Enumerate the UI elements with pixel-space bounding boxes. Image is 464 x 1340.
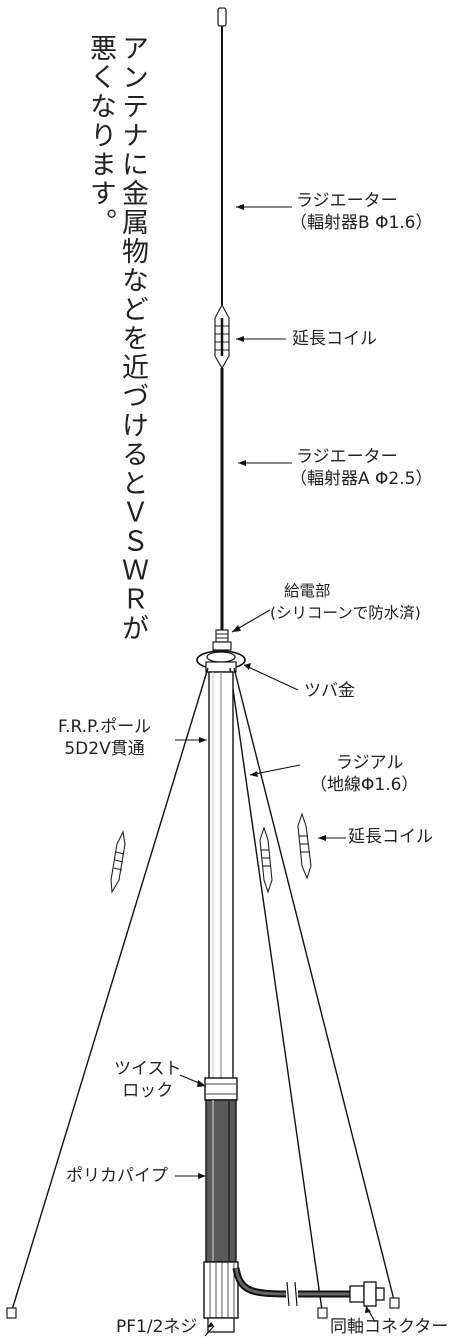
label-feed-point-line1: 給電部 [284,582,331,600]
tsuba-fitting [196,650,246,673]
label-feed-point-line2: (シリコーンで防水済) [270,604,421,622]
label-radiator-a: ラジエーター （輻射器A Φ2.5） [290,446,432,490]
label-frp-pole-line2: 5D2V貫通 [64,739,145,759]
label-extension-coil-upper: 延長コイル [292,329,377,349]
coax-connector [349,1281,385,1307]
base-fitting [203,1261,239,1333]
label-radial-line1: ラジアル [336,753,404,773]
label-tsuba-metal: ツバ金 [304,681,355,701]
label-radial-line2: （地線Φ1.6） [310,775,419,795]
label-radiator-b-line2: （輻射器B Φ1.6） [290,213,433,233]
arrow-heads [197,204,371,1328]
label-twist-lock-line2: ロック [122,1081,174,1101]
label-feed-point: 給電部 (シリコーンで防水済) [270,580,421,624]
poly-pipe [205,1099,237,1263]
label-coax-connector: 同軸コネクター [330,1317,449,1337]
radial-coils [110,812,312,894]
frp-pole [208,671,234,1081]
label-poly-pipe: ポリカパイプ [66,1166,168,1186]
vswr-warning-note: アンテナに金属物などを近づけるとＶＳＷＲが悪くなります。 [85,34,148,643]
radial-end-caps [6,1297,400,1319]
upper-extension-coil [214,303,230,370]
label-twist-lock-line1: ツイスト [114,1059,182,1079]
label-twist-lock: ツイスト ロック [114,1058,182,1102]
twist-lock [204,1077,238,1101]
coax-cable [232,1267,350,1307]
label-radial: ラジアル （地線Φ1.6） [306,752,418,796]
label-extension-coil-lower: 延長コイル [348,827,433,847]
label-frp-pole-line1: F.R.P.ポール [58,717,152,737]
label-radiator-b: ラジエーター （輻射器B Φ1.6） [290,190,432,234]
label-radiator-b-line1: ラジエーター [296,191,398,211]
label-radiator-a-line2: （輻射器A Φ2.5） [290,469,433,489]
feed-point [212,629,232,651]
label-frp-pole: F.R.P.ポール 5D2V貫通 [58,716,151,760]
label-radiator-a-line1: ラジエーター [296,447,398,467]
radiator-tip-cap [217,7,227,27]
label-pf-thread: PF1/2ネジ [116,1317,198,1337]
